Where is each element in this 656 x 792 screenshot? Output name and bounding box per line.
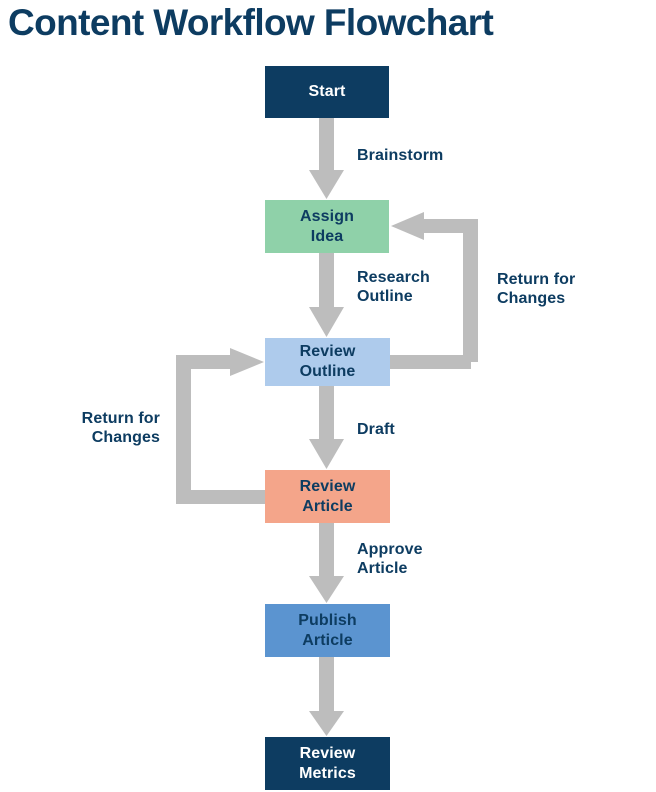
page-title: Content Workflow Flowchart xyxy=(8,2,494,43)
edge-label-return-for-changes-left: Return for Changes xyxy=(81,410,160,446)
node-assign-idea-label: Assign Idea xyxy=(300,207,354,245)
edge-label-approve-article: Approve Article xyxy=(357,541,423,577)
arrow-review-outline-back-to-assign-idea xyxy=(389,212,478,369)
node-review-article[interactable]: Review Article xyxy=(265,470,390,523)
edge-label-draft: Draft xyxy=(357,421,395,438)
node-publish-article-label: Publish Article xyxy=(298,611,357,649)
node-start-label: Start xyxy=(308,83,346,101)
node-review-article-label: Review Article xyxy=(299,477,356,515)
arrow-assign-idea-to-review-outline xyxy=(309,253,344,337)
arrow-review-article-to-publish-article xyxy=(309,523,344,603)
arrow-start-to-assign-idea xyxy=(309,118,344,199)
node-review-metrics[interactable]: Review Metrics xyxy=(265,737,390,790)
edge-label-brainstorm: Brainstorm xyxy=(357,147,444,164)
arrow-review-outline-to-review-article xyxy=(309,386,344,469)
node-assign-idea[interactable]: Assign Idea xyxy=(265,200,389,253)
arrow-review-article-back-to-review-outline xyxy=(176,348,266,504)
edge-label-research-outline: Research Outline xyxy=(357,269,430,305)
node-publish-article[interactable]: Publish Article xyxy=(265,604,390,657)
node-review-metrics-label: Review Metrics xyxy=(299,744,356,782)
node-start[interactable]: Start xyxy=(265,66,389,118)
arrow-publish-article-to-review-metrics xyxy=(309,657,344,736)
node-review-outline[interactable]: Review Outline xyxy=(265,338,390,386)
edge-label-return-for-changes-right: Return for Changes xyxy=(497,271,576,307)
node-review-outline-label: Review Outline xyxy=(299,343,356,380)
